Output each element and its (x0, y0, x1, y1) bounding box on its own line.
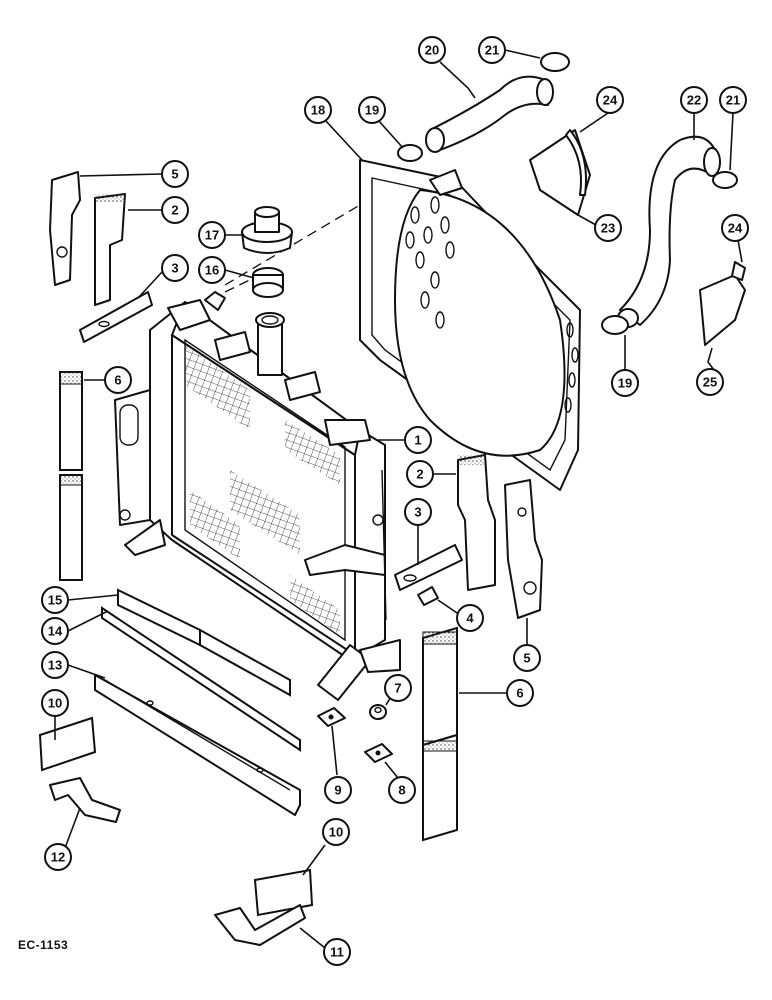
callout-9: 9 (324, 725, 352, 804)
callout-22: 22 (680, 86, 708, 140)
callout-18: 18 (304, 96, 363, 161)
svg-text:3: 3 (414, 505, 421, 520)
baffle-plate (529, 129, 746, 346)
svg-text:1: 1 (414, 433, 421, 448)
callout-19a: 19 (358, 96, 404, 149)
svg-text:20: 20 (425, 43, 439, 58)
svg-text:6: 6 (516, 686, 523, 701)
callout-16: 16 (198, 256, 255, 284)
svg-text:2: 2 (171, 203, 178, 218)
svg-text:17: 17 (205, 228, 219, 243)
callout-6a: 6 (84, 366, 132, 394)
svg-text:10: 10 (329, 825, 343, 840)
callout-1: 1 (378, 426, 432, 454)
callout-19b: 19 (611, 335, 639, 397)
svg-text:25: 25 (703, 375, 717, 390)
svg-text:4: 4 (466, 611, 474, 626)
callout-11: 11 (299, 927, 351, 966)
callout-7: 7 (384, 674, 412, 706)
callout-4: 4 (437, 599, 484, 632)
callout-5b: 5 (513, 618, 541, 672)
right-mount-parts (394, 454, 543, 842)
svg-text:21: 21 (726, 93, 740, 108)
radiator (114, 291, 401, 701)
callout-2a: 2 (128, 196, 189, 224)
callout-3a: 3 (137, 254, 189, 299)
radiator-cap (241, 206, 293, 254)
svg-text:7: 7 (394, 681, 401, 696)
svg-text:14: 14 (48, 624, 63, 639)
callout-10b: 10 (302, 818, 350, 876)
callout-5a: 5 (79, 160, 189, 188)
upper-hose (425, 75, 554, 153)
svg-text:8: 8 (398, 783, 405, 798)
svg-text:24: 24 (603, 93, 618, 108)
svg-text:19: 19 (618, 376, 632, 391)
callout-3b: 3 (404, 498, 432, 565)
callout-24b: 24 (721, 214, 749, 263)
callout-13: 13 (41, 651, 106, 679)
hose-clamp (397, 52, 738, 335)
callout-24a: 24 (579, 86, 624, 133)
callout-23: 23 (577, 214, 622, 242)
callout-25: 25 (696, 347, 724, 396)
svg-text:3: 3 (171, 261, 178, 276)
svg-text:19: 19 (365, 103, 379, 118)
svg-text:10: 10 (48, 696, 62, 711)
svg-text:9: 9 (334, 783, 341, 798)
diagram-reference-code: EC-1153 (18, 938, 69, 952)
fan-shroud (359, 159, 581, 491)
svg-text:15: 15 (48, 593, 62, 608)
callout-17: 17 (198, 221, 243, 249)
lower-strips (94, 588, 301, 816)
callout-21a: 21 (478, 36, 541, 64)
svg-text:23: 23 (601, 221, 615, 236)
callout-15: 15 (41, 586, 119, 614)
svg-text:16: 16 (205, 263, 219, 278)
svg-text:24: 24 (728, 221, 743, 236)
svg-text:5: 5 (523, 651, 530, 666)
callout-12: 12 (44, 807, 81, 871)
svg-text:18: 18 (311, 103, 325, 118)
svg-text:12: 12 (51, 850, 65, 865)
svg-text:2: 2 (416, 467, 423, 482)
callout-6b: 6 (459, 679, 534, 707)
callout-21b: 21 (719, 86, 747, 171)
callout-8: 8 (384, 761, 416, 804)
callout-20: 20 (418, 36, 476, 99)
svg-text:6: 6 (114, 373, 121, 388)
callout-14: 14 (41, 610, 109, 645)
fasteners (317, 704, 393, 763)
left-mount-parts (49, 171, 153, 581)
cap-seal (252, 267, 284, 298)
callout-2b: 2 (406, 460, 456, 488)
svg-text:21: 21 (485, 43, 499, 58)
lower-mount-pads (38, 716, 314, 946)
callout-10a: 10 (41, 689, 69, 740)
svg-text:11: 11 (330, 945, 344, 960)
svg-text:13: 13 (48, 658, 62, 673)
svg-text:5: 5 (171, 167, 178, 182)
svg-text:22: 22 (687, 93, 701, 108)
